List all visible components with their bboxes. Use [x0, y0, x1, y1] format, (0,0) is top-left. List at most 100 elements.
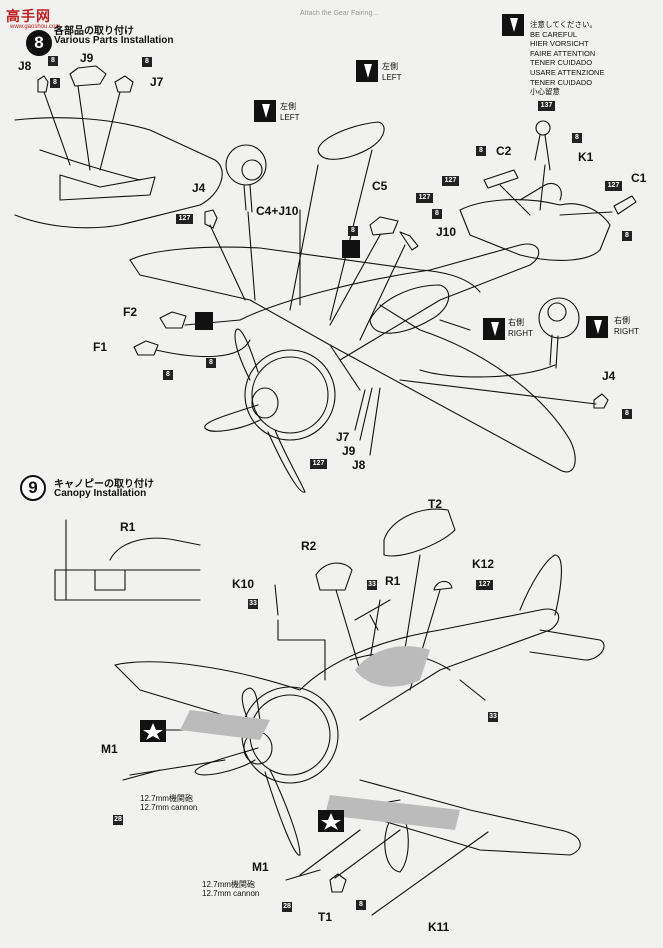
fin: [519, 182, 562, 201]
right-wing: [249, 299, 576, 473]
caution-line: USARE ATTENZIONE: [530, 67, 605, 77]
part-f1: [133, 340, 159, 356]
part-label-j7-bottom: J7: [336, 430, 350, 444]
cannon-note-en-left: 12.7mm cannon: [140, 803, 198, 812]
paint-code-box: 8: [476, 146, 486, 156]
cannon-note-jp-left: 12.7mm機関砲: [140, 794, 193, 803]
right-side-jp: 右側: [508, 318, 524, 327]
prop-blade-3: [267, 429, 306, 493]
spinner: [251, 387, 279, 419]
part-j7: [114, 75, 134, 93]
canopy-shade: [355, 646, 430, 687]
caution-line: 注意してください。: [530, 20, 598, 29]
paint-code-box: 127: [310, 459, 327, 469]
wing-fragment: [14, 117, 223, 229]
paint-code-box: 8: [50, 78, 60, 88]
prop-blade-1: [234, 328, 259, 381]
cannon-note-jp-right: 12.7mm機関砲: [202, 880, 255, 889]
watermark-url: www.gaoshou.com: [10, 24, 61, 30]
paint-code-box: 8: [142, 57, 152, 67]
part-label-k1: K1: [578, 150, 594, 164]
part-label-r1: R1: [385, 574, 401, 588]
part-label-k12: K12: [472, 557, 495, 571]
paint-icon-f2: [195, 312, 213, 330]
prop9-blade-2: [194, 747, 259, 776]
part-f2: [159, 311, 187, 329]
left-side-jp: 左側: [280, 102, 296, 111]
paint-code-box: 127: [416, 193, 433, 203]
part-label-r1-side: R1: [120, 520, 136, 534]
paint-code-box: 33: [488, 712, 498, 722]
gear-bay-fragment: [59, 174, 156, 201]
part-k10: [274, 584, 279, 616]
paint-code-box: 8: [348, 226, 358, 236]
paint-code-box: 8: [432, 209, 442, 219]
part-j10: [399, 231, 419, 251]
cannon-note-en-right: 12.7mm cannon: [202, 889, 260, 898]
prop-blade-2: [204, 404, 261, 432]
left-drop-tank: [317, 121, 385, 160]
watermark-logo: 高手网: [6, 8, 51, 24]
top-strip-text: Attach the Gear Fairing...: [300, 10, 379, 17]
part-label-c2: C2: [496, 144, 512, 158]
fuselage: [239, 243, 540, 361]
caution-line: 小心留意: [530, 87, 560, 97]
paint-code-box: 8: [572, 133, 582, 143]
left-side-en: LEFT: [280, 113, 300, 122]
right-side-en-2: RIGHT: [614, 327, 639, 336]
tailplane-9: [529, 629, 605, 661]
right-drop-tank: [369, 284, 450, 334]
paint-code-box: 28: [113, 815, 123, 825]
decal-band-right: [325, 795, 460, 830]
star-right: [321, 813, 341, 830]
paint-code-box: 127: [442, 176, 459, 186]
part-label-m1-left: M1: [101, 742, 118, 756]
right-wheel: [538, 297, 580, 339]
part-m1-right: [285, 869, 321, 881]
caution-line: TENER CUIDADO: [530, 58, 593, 68]
fin-9: [519, 554, 562, 616]
tailplane: [459, 199, 611, 261]
side-view-frame: [54, 569, 201, 601]
part-label-f2: F2: [123, 305, 138, 319]
step8-title-jp: 各部品の取り付け: [54, 26, 134, 37]
left-side-en-2: LEFT: [382, 73, 402, 82]
part-j9: [69, 65, 107, 87]
star-left: [143, 723, 163, 740]
paint-code-box: 8: [206, 358, 216, 368]
part-label-k11: K11: [428, 920, 450, 934]
right-side-jp-2: 右側: [614, 316, 630, 325]
paint-code-box: 127: [605, 181, 622, 191]
caution-line: FAIRE ATTENTION: [530, 48, 596, 58]
paint-code-box: 8: [622, 231, 632, 241]
part-label-j8-bottom: J8: [352, 458, 366, 472]
part-t2: [383, 508, 456, 557]
part-r2: [315, 562, 353, 591]
paint-code-box: 8: [163, 370, 173, 380]
side-view-canopy: [109, 537, 201, 561]
part-r1: [354, 599, 391, 631]
left-wing: [129, 246, 481, 293]
part-label-j7: J7: [150, 75, 164, 89]
part-c1: [613, 195, 637, 215]
caution-line: HIER VORSICHT: [530, 39, 589, 49]
right-wing-9: [359, 779, 581, 856]
part-t1: [329, 873, 347, 893]
part-label-r2: R2: [301, 539, 317, 553]
paint-code-box: 127: [176, 214, 193, 224]
part-label-c4j10: C4+J10: [256, 204, 299, 218]
paint-code-box: 137: [538, 101, 555, 111]
part-label-t1: T1: [318, 910, 333, 924]
left-wing-9: [114, 661, 301, 691]
prop9-blade-3: [264, 769, 301, 856]
part-label-m1-right: M1: [252, 860, 269, 874]
prop9-blade-1: [241, 687, 261, 721]
paint-code-box: 8: [622, 409, 632, 419]
part-label-c5: C5: [372, 179, 388, 193]
part-label-f1: F1: [93, 340, 108, 354]
part-c2: [483, 169, 519, 189]
part-k11: [371, 831, 489, 916]
part-j4-left: [204, 209, 218, 229]
